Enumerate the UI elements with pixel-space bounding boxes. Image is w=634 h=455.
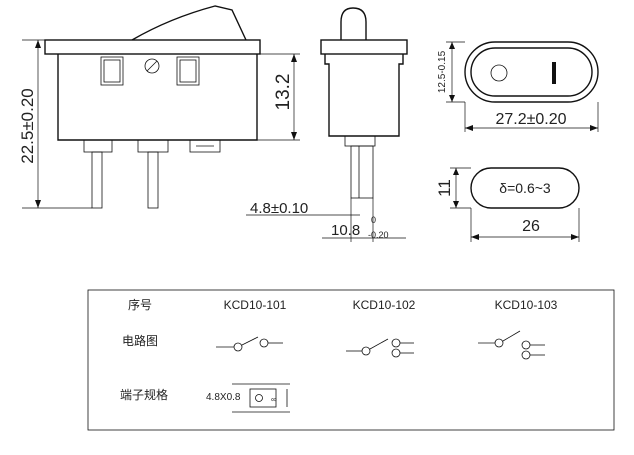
off-symbol-icon [490, 64, 508, 82]
panel-inner [470, 47, 593, 97]
circuit-diagram-103 [478, 330, 545, 360]
label-height-body: 13.2 [273, 74, 294, 111]
label-cutout-height: 11 [435, 179, 454, 197]
screw-head [144, 58, 160, 74]
label-thickness-sub: -0.20 [368, 230, 389, 240]
side-rocker [340, 7, 367, 40]
model-102: KCD10-102 [353, 298, 416, 312]
terminal-hole [255, 394, 263, 402]
front-view: 22.5±0.20 13.2 [18, 5, 300, 209]
front-body [57, 54, 258, 141]
spec-table: 序号 电路图 端子规格 KCD10-101 KCD10-102 KCD10-10… [87, 289, 615, 431]
panel-outline [464, 41, 599, 103]
circuit-diagram-101 [216, 336, 283, 352]
side-body [324, 54, 404, 137]
circuit-diagram-102 [346, 338, 414, 358]
side-terminal [350, 145, 374, 199]
cutout-outline [470, 167, 580, 209]
terminal-spec-label: 4.8X0.8 [206, 392, 241, 403]
label-cutout-width: 26 [522, 218, 540, 235]
terminal-base-left [83, 139, 113, 153]
terminal-spec-mark: ∞ [271, 395, 277, 404]
label-terminal-thickness: 10.8 [331, 222, 360, 239]
label-thickness-sup: 0 [371, 215, 376, 225]
contact-window-right-fill [179, 59, 197, 83]
label-height-total: 22.5±0.20 [18, 88, 37, 164]
cutout-view: δ=0.6~3 11 26 [435, 167, 580, 242]
top-view: 12.5-0.15 27.2±0.20 [437, 41, 599, 132]
dim-arrows-panel-height [449, 42, 455, 102]
side-flange [320, 39, 408, 55]
model-103: KCD10-103 [495, 298, 558, 312]
model-101: KCD10-101 [224, 298, 287, 312]
on-symbol-icon [552, 62, 556, 84]
row-label-serial: 序号 [128, 297, 152, 312]
side-terminal-base [344, 135, 376, 147]
contact-window-right [176, 56, 200, 86]
label-panel-height: 12.5-0.15 [437, 50, 448, 93]
terminal-left [91, 151, 103, 209]
row-label-terminal: 端子规格 [120, 387, 168, 402]
front-flange [44, 39, 261, 55]
table-frame [87, 289, 615, 431]
terminal-base-middle [137, 139, 169, 153]
label-panel-thickness: δ=0.6~3 [499, 180, 551, 196]
terminal-spec-drawing: 4.8X0.8 ∞ [206, 383, 290, 413]
terminal-base-right [189, 139, 221, 153]
side-view: 4.8±0.10 10.8 0 -0.20 [246, 7, 408, 242]
contact-window-left-fill [103, 59, 121, 83]
label-terminal-width: 4.8±0.10 [250, 200, 308, 217]
terminal-tab [249, 388, 277, 408]
contact-window-left [100, 56, 124, 86]
rocker-button [131, 5, 247, 41]
row-label-circuit: 电路图 [122, 333, 158, 348]
label-panel-width: 27.2±0.20 [495, 111, 566, 128]
terminal-middle [147, 151, 159, 209]
screw-slot [146, 60, 158, 72]
